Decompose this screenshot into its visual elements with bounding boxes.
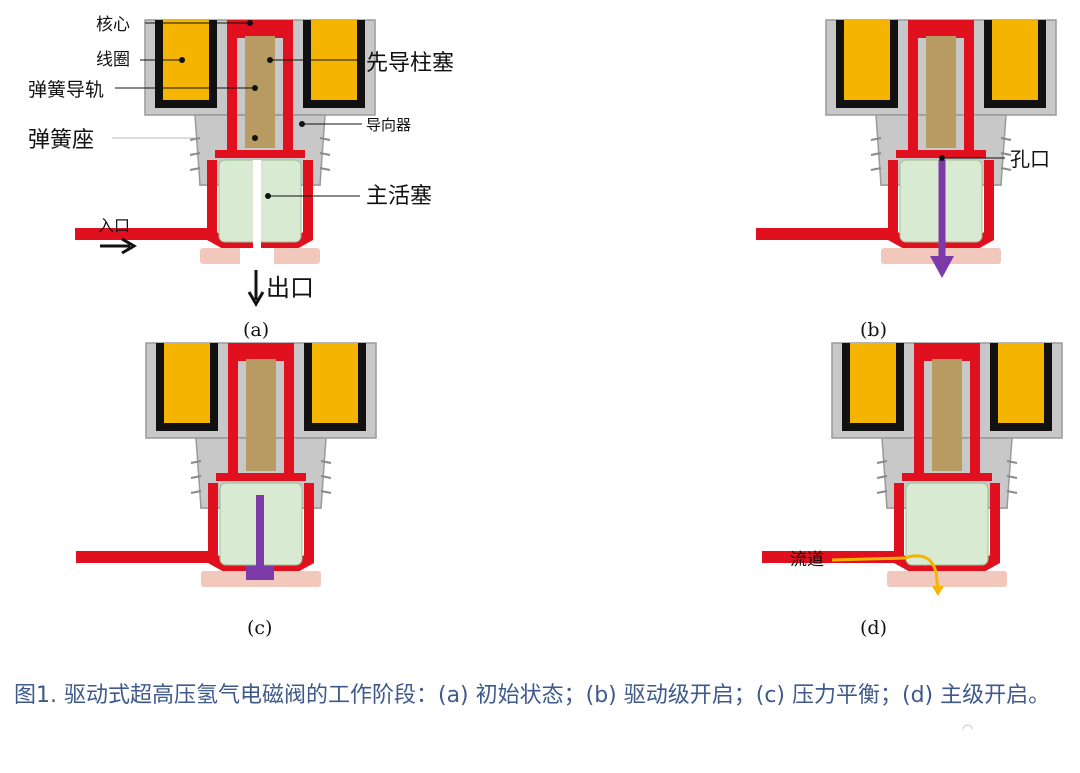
label-main-piston: 主活塞	[366, 184, 432, 209]
panel-a-center-stem	[253, 160, 261, 260]
panel-d-caption: (d)	[860, 617, 887, 639]
label-coil: 线圈	[96, 50, 130, 70]
inlet-arrow	[100, 237, 137, 255]
label-outlet: 出口	[266, 274, 314, 302]
main-flow-arrowhead	[932, 586, 944, 596]
loading-spinner-icon: ◠	[962, 722, 974, 737]
label-core: 核心	[96, 15, 130, 35]
label-pilot-plunger: 先导柱塞	[366, 51, 454, 76]
panel-b: 孔口 (b)	[755, 19, 1057, 341]
outlet-arrow	[247, 270, 265, 307]
label-orifice: 孔口	[1010, 147, 1050, 171]
panel-c: (c)	[75, 342, 377, 639]
label-flow-channel: 流道	[790, 550, 824, 570]
orifice-flow-arrowhead	[930, 256, 954, 278]
panel-a-outlet-gap	[240, 248, 274, 264]
panel-a-caption: (a)	[243, 319, 269, 341]
label-inlet: 入口	[98, 216, 130, 235]
equalizing-base	[246, 566, 274, 580]
main-flow-path	[831, 554, 940, 591]
panel-c-caption: (c)	[247, 617, 272, 639]
panel-a: 核心 线圈 弹簧导轨 弹簧座 先导柱塞 导向器 主活塞 入口 出口 (a)	[28, 15, 454, 341]
panel-d: 流道 (d)	[761, 342, 1063, 639]
figure-caption: 图1. 驱动式超高压氢气电磁阀的工作阶段：(a) 初始状态；(b) 驱动级开启；…	[14, 683, 1051, 708]
equalizing-stem	[256, 495, 264, 573]
panel-b-caption: (b)	[860, 319, 887, 341]
valve-stages-diagram: .c-housing { fill: #c8c8c8; stroke: #9a9…	[28, 15, 1063, 639]
label-spring-seat: 弹簧座	[28, 128, 94, 153]
label-guide: 导向器	[366, 116, 411, 134]
label-spring-guide: 弹簧导轨	[28, 79, 104, 101]
